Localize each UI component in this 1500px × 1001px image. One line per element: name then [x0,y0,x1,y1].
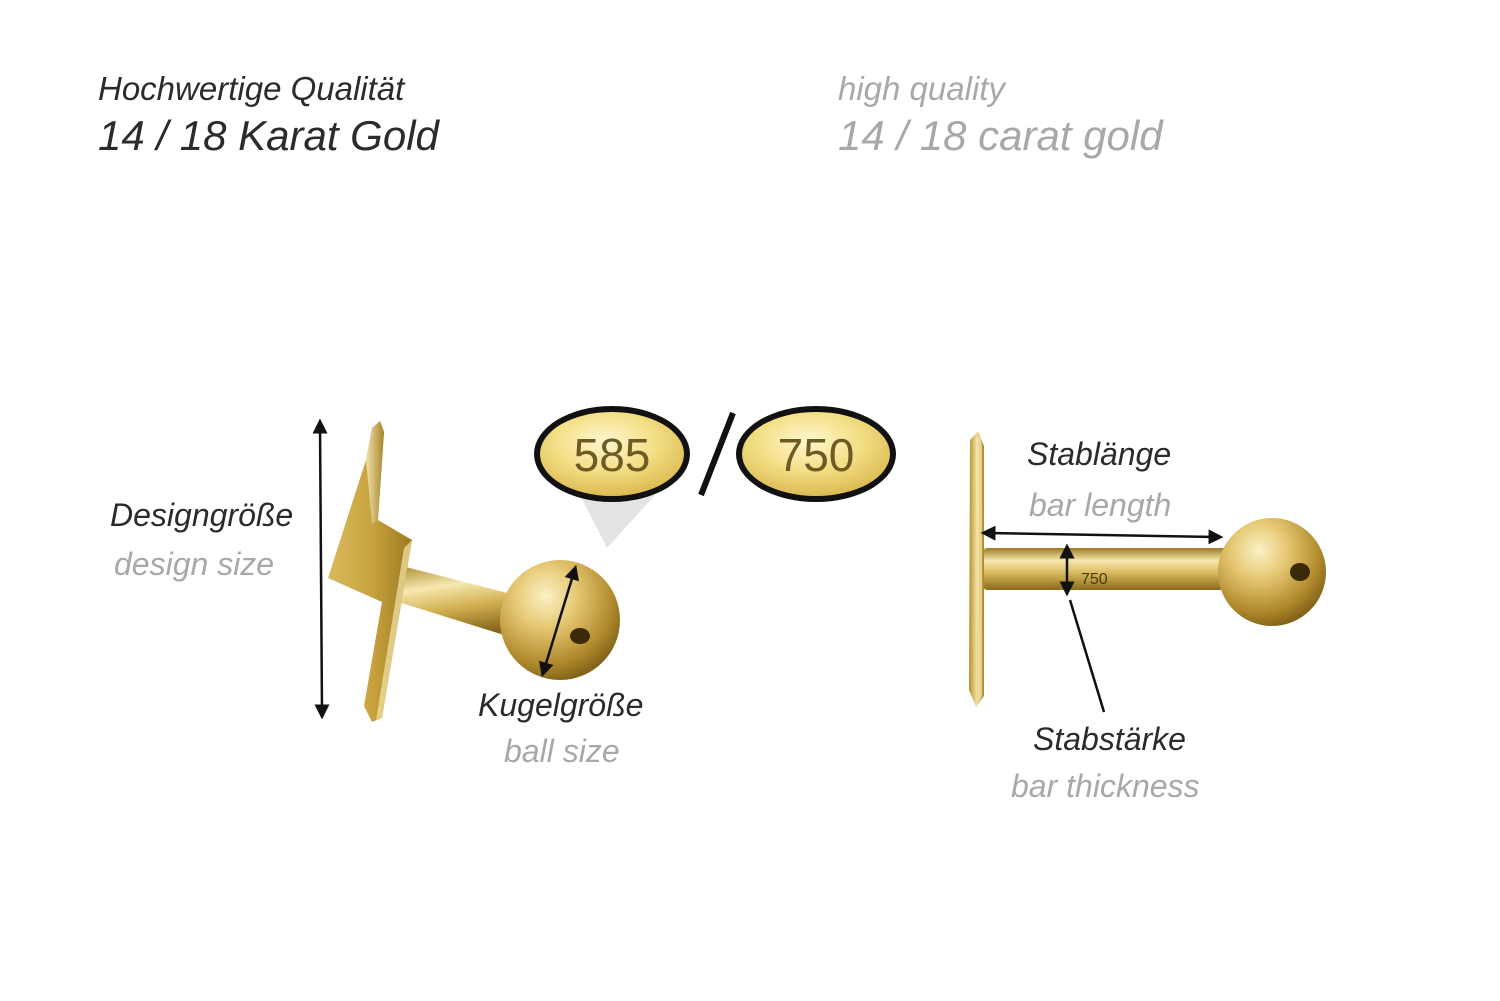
hallmark-585-text: 585 [574,429,651,481]
header-en-title: high quality [838,70,1005,107]
bar-length-label-de: Stablänge [1027,436,1172,472]
hallmark-585-badge [534,406,690,502]
hallmark-callout-tail [580,495,655,548]
bar-length-arrow [980,525,1224,545]
hallmark-separator-slash [698,411,736,497]
bar-thickness-leader-line [1068,599,1106,713]
bar-stamp-750: 750 [1081,571,1108,588]
ball-size-label-de: Kugelgröße [478,687,644,723]
bar-thickness-label-de: Stabstärke [1033,721,1186,757]
header-de-title: Hochwertige Qualität [98,70,405,107]
disc-earring-illustration [969,431,1326,707]
hallmark-750-text: 750 [778,429,855,481]
bar-thickness-label-en: bar thickness [1011,768,1200,804]
hallmark-750-badge [736,406,896,502]
design-size-arrow [312,418,330,720]
design-size-label-de: Designgröße [110,497,294,533]
design-size-label-en: design size [114,546,275,582]
ball-size-label-en: ball size [504,733,620,769]
header-en-subtitle: 14 / 18 carat gold [838,112,1163,159]
header-de-subtitle: 14 / 18 Karat Gold [98,112,439,159]
ball-size-arrow [539,564,579,678]
bar-length-label-en: bar length [1029,487,1172,523]
